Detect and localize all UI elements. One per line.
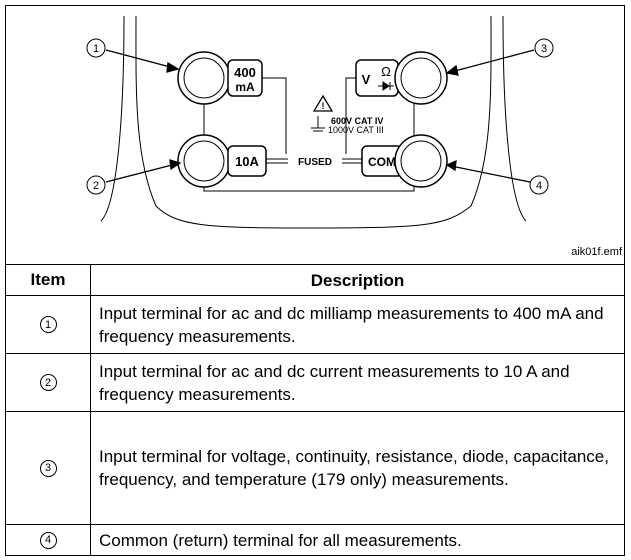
svg-text:1: 1 xyxy=(93,43,99,55)
callout-4: 4 xyxy=(529,175,549,195)
rating-cat-iii: 1000V CAT III xyxy=(328,125,384,135)
table-row: 3 Input terminal for voltage, continuity… xyxy=(6,412,624,525)
row-description: Input terminal for voltage, continuity, … xyxy=(99,447,609,489)
table-row: 1 Input terminal for ac and dc milliamp … xyxy=(6,296,624,354)
item-number: 1 xyxy=(39,316,57,333)
terminal-10a: 10A xyxy=(177,134,267,188)
input-terminals-figure: 400 mA 10A FUSED V Ω xyxy=(6,6,624,265)
callout-3: 3 xyxy=(534,38,554,58)
svg-text:2: 2 xyxy=(93,180,99,192)
label-com: COM xyxy=(368,155,396,169)
label-ma: mA xyxy=(235,80,255,94)
callout-2: 2 xyxy=(86,175,106,195)
label-400: 400 xyxy=(234,65,256,80)
rating-cat-iv: 600V CAT IV xyxy=(331,116,383,126)
callout-1: 1 xyxy=(86,38,106,58)
figure-file-label: aik01f.emf xyxy=(571,246,622,258)
fused-label: FUSED xyxy=(298,157,332,168)
terminal-400ma: 400 mA xyxy=(177,51,263,105)
terminals-diagram: 400 mA 10A FUSED V Ω xyxy=(86,15,554,229)
item-number: 3 xyxy=(39,459,57,477)
ground-icon xyxy=(311,116,325,132)
callout-arrows xyxy=(105,49,535,183)
terminal-v-ohm: V Ω xyxy=(355,51,448,105)
table-row: 4 Common (return) terminal for all measu… xyxy=(6,525,624,555)
label-10a: 10A xyxy=(235,154,259,169)
row-description: Input terminal for ac and dc milliamp me… xyxy=(99,303,604,346)
terminal-table: 400 mA 10A FUSED V Ω xyxy=(5,5,625,556)
table-row: 2 Input terminal for ac and dc current m… xyxy=(6,354,624,412)
table-header: Item Description xyxy=(6,265,624,296)
diode-icon xyxy=(378,81,394,91)
label-v: V xyxy=(362,72,371,87)
terminal-com: COM xyxy=(361,134,448,188)
svg-text:3: 3 xyxy=(541,43,547,55)
row-description: Common (return) terminal for all measure… xyxy=(99,530,462,550)
header-description: Description xyxy=(310,270,405,290)
fused-link: FUSED xyxy=(266,157,364,168)
item-number: 4 xyxy=(39,531,57,549)
svg-text:!: ! xyxy=(322,101,325,111)
header-item: Item xyxy=(6,265,91,295)
warning-icon: ! xyxy=(312,94,334,112)
item-number: 2 xyxy=(39,374,57,391)
label-ohm: Ω xyxy=(381,64,391,79)
svg-text:4: 4 xyxy=(536,180,542,192)
row-description: Input terminal for ac and dc current mea… xyxy=(99,361,570,404)
